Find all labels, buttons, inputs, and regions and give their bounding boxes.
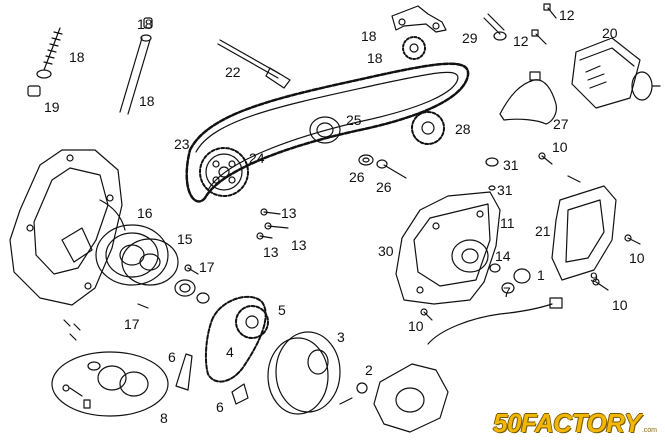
washer-26	[358, 154, 407, 179]
sprocket-large	[199, 147, 249, 197]
callout-2: 2	[365, 362, 373, 378]
kickstart-shaft	[217, 39, 291, 89]
flywheel-small	[121, 238, 179, 286]
callout-16: 16	[137, 205, 153, 221]
clutch-group-outline	[51, 351, 169, 417]
callout-7: 7	[503, 284, 511, 300]
belt-and-pulley	[204, 295, 269, 383]
starter-motor	[571, 37, 661, 109]
wiring-harness	[499, 71, 557, 125]
callout-18c: 18	[139, 93, 155, 109]
callout-6b: 6	[216, 399, 224, 415]
callout-12b: 12	[513, 33, 529, 49]
callout-26a: 26	[349, 169, 365, 185]
callout-3: 3	[337, 329, 345, 345]
callout-26b: 26	[376, 179, 392, 195]
spring-assembly	[27, 27, 63, 97]
callout-17b: 17	[124, 316, 140, 332]
callout-6a: 6	[168, 349, 176, 365]
crankcase-cover-right	[395, 191, 501, 305]
callout-13c: 13	[263, 244, 279, 260]
bolts-13	[256, 208, 289, 240]
watermark-logo-suffix: .com	[641, 427, 657, 434]
callout-24: 24	[249, 150, 265, 166]
sprocket-right	[411, 111, 445, 145]
callout-18b: 18	[69, 49, 85, 65]
callout-8: 8	[160, 410, 168, 426]
callout-20: 20	[602, 25, 618, 41]
screws-10	[420, 152, 641, 321]
crankcase-left	[9, 149, 126, 306]
callout-25: 25	[346, 112, 362, 128]
bolt-29	[483, 13, 507, 41]
callout-17a: 17	[199, 259, 215, 275]
callout-22: 22	[225, 64, 241, 80]
callout-4: 4	[226, 344, 234, 360]
callout-23: 23	[174, 136, 190, 152]
watermark-logo-text: 50FACTORY	[493, 408, 641, 438]
callout-13a: 13	[281, 205, 297, 221]
flywheel-rotor	[267, 331, 341, 415]
callout-14: 14	[495, 248, 511, 264]
stator-plate	[95, 224, 169, 286]
callout-9: 9	[590, 269, 598, 285]
stator-assembly	[339, 363, 449, 433]
callout-10c: 10	[612, 297, 628, 313]
callout-30: 30	[378, 243, 394, 259]
callout-11: 11	[500, 215, 515, 231]
callout-18a: 18	[137, 16, 153, 32]
bolts-12	[531, 3, 557, 45]
side-cover	[551, 185, 617, 281]
watermark-logo: 50FACTORY .com	[493, 410, 657, 436]
seal-ring	[174, 279, 210, 304]
callout-31a: 31	[503, 157, 519, 173]
bolts-17	[63, 264, 199, 341]
clip-6	[175, 353, 249, 405]
small-parts	[485, 157, 531, 294]
sprocket-small-top	[402, 36, 426, 60]
callout-18d: 18	[361, 28, 377, 44]
callout-15: 15	[177, 231, 193, 247]
bracket-top	[391, 5, 447, 33]
callout-28: 28	[455, 121, 471, 137]
callout-5: 5	[278, 302, 286, 318]
callout-29: 29	[462, 30, 478, 46]
callout-12a: 12	[559, 7, 575, 23]
callout-31b: 31	[497, 182, 513, 198]
callout-27: 27	[553, 116, 569, 132]
cam-wheel	[309, 116, 341, 144]
callout-1: 1	[537, 267, 545, 283]
drive-chain	[185, 62, 470, 203]
starter-rod	[119, 17, 153, 115]
callout-21: 21	[535, 223, 551, 239]
callout-10b: 10	[629, 250, 645, 266]
callout-10a: 10	[552, 139, 568, 155]
stator-wire	[427, 297, 563, 345]
callout-10d: 10	[408, 318, 424, 334]
callout-19: 19	[44, 99, 60, 115]
callout-18e: 18	[367, 50, 383, 66]
callout-13b: 13	[291, 237, 307, 253]
